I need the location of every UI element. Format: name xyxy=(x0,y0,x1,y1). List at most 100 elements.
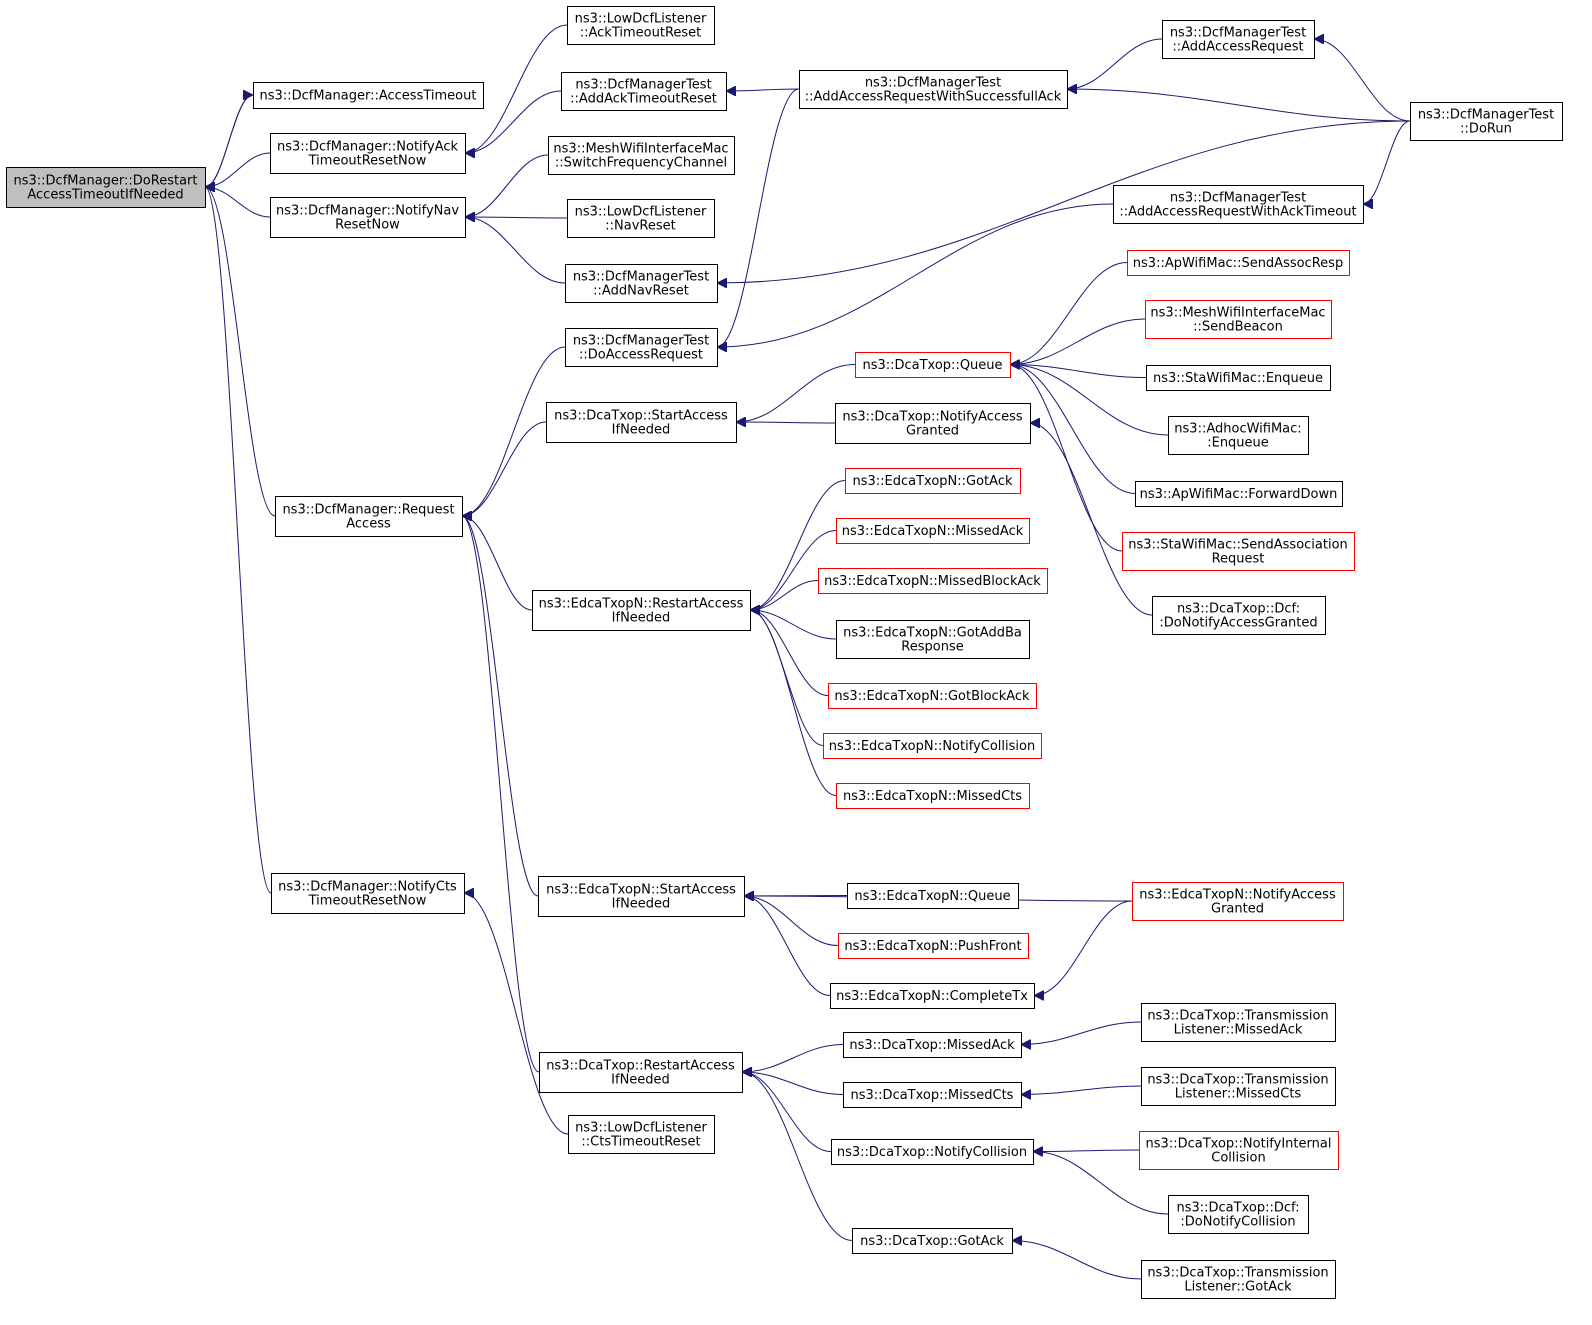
edge-path xyxy=(1067,38,1163,89)
node-box xyxy=(568,1115,715,1154)
edge-path xyxy=(1021,1085,1142,1095)
node-dcfmanager-accesstimeout[interactable]: ns3::DcfManager::AccessTimeout xyxy=(253,82,484,109)
edge-path xyxy=(742,1072,844,1095)
node-apwifimac-sendassocresp[interactable]: ns3::ApWifiMac::SendAssocResp xyxy=(1127,250,1350,276)
edge-path xyxy=(1033,1150,1140,1152)
node-box xyxy=(818,568,1048,594)
node-dcfmanager-notifyacktimeoutresetnow[interactable]: ns3::DcfManager::NotifyAckTimeoutResetNo… xyxy=(270,133,466,174)
node-label-line: Request xyxy=(1212,552,1265,567)
node-box xyxy=(855,352,1011,378)
node-edcatxopn-gotblockack[interactable]: ns3::EdcaTxopN::GotBlockAck xyxy=(828,683,1037,709)
node-box xyxy=(270,197,466,238)
node-label-line: ns3::DcfManagerTest xyxy=(573,270,709,285)
edge-path xyxy=(742,1072,832,1152)
node-label-line: ::NavReset xyxy=(605,219,675,234)
node-dcatxop-queue[interactable]: ns3::DcaTxop::Queue xyxy=(855,352,1011,378)
node-dcatxop-notifycollision[interactable]: ns3::DcaTxop::NotifyCollision xyxy=(831,1139,1034,1165)
node-meshwifiinterfacemac-switchfrequencychannel[interactable]: ns3::MeshWifiInterfaceMac::SwitchFrequen… xyxy=(548,136,735,175)
node-label-line: IfNeeded xyxy=(611,1073,670,1088)
node-label-line: Listener::GotAck xyxy=(1184,1280,1292,1295)
node-stawifimac-enqueue[interactable]: ns3::StaWifiMac::Enqueue xyxy=(1146,365,1331,391)
node-dcfmanagertest-addaccessrequestwithsuccessfullack[interactable]: ns3::DcfManagerTest::AddAccessRequestWit… xyxy=(799,70,1068,109)
node-lowdcflistener-acktimeoutreset[interactable]: ns3::LowDcfListener::AckTimeoutReset xyxy=(567,6,715,45)
node-box xyxy=(561,72,727,111)
edge-n20-to-n13 xyxy=(750,480,846,611)
edge-n39-to-n18 xyxy=(1010,365,1147,378)
node-adhocwifimac-enqueue[interactable]: ns3::AdhocWifiMac::Enqueue xyxy=(1168,416,1309,455)
node-label-line: ::DoRun xyxy=(1460,122,1512,137)
node-edcatxopn-pushfront[interactable]: ns3::EdcaTxopN::PushFront xyxy=(838,933,1029,959)
node-label-line: ::SendBeacon xyxy=(1193,320,1283,335)
node-label-line: ns3::DcfManagerTest xyxy=(1418,108,1554,123)
node-dcatxop-transmissionlistener-missedack[interactable]: ns3::DcaTxop::TransmissionListener::Miss… xyxy=(1141,1003,1336,1042)
node-edcatxopn-notifycollision[interactable]: ns3::EdcaTxopN::NotifyCollision xyxy=(823,733,1042,759)
node-apwifimac-forwarddown[interactable]: ns3::ApWifiMac::ForwardDown xyxy=(1135,481,1343,507)
node-label-line: ns3::DcaTxop::NotifyInternal xyxy=(1146,1137,1332,1152)
edge-path xyxy=(1010,365,1136,494)
edge-path xyxy=(749,610,837,796)
node-dcatxop-notifyaccessgranted[interactable]: ns3::DcaTxop::NotifyAccessGranted xyxy=(835,403,1031,444)
node-dcatxop-gotack[interactable]: ns3::DcaTxop::GotAck xyxy=(852,1228,1013,1254)
node-label-line: ::AddAckTimeoutReset xyxy=(570,92,717,107)
node-dcfmanagertest-doaccessrequest[interactable]: ns3::DcfManagerTest::DoAccessRequest xyxy=(565,328,718,367)
node-label-line: ns3::DcaTxop::NotifyCollision xyxy=(837,1145,1027,1160)
node-dcfmanagertest-addnavreset[interactable]: ns3::DcfManagerTest::AddNavReset xyxy=(565,264,718,303)
node-edcatxopn-notifyaccessgranted[interactable]: ns3::EdcaTxopN::NotifyAccessGranted xyxy=(1132,882,1344,921)
node-edcatxopn-missedack[interactable]: ns3::EdcaTxopN::MissedAck xyxy=(836,518,1030,544)
node-dcatxop-missedcts[interactable]: ns3::DcaTxop::MissedCts xyxy=(843,1082,1022,1108)
node-label-line: ns3::ApWifiMac::ForwardDown xyxy=(1140,487,1338,502)
node-lowdcflistener-navreset[interactable]: ns3::LowDcfListener::NavReset xyxy=(567,199,715,238)
edge-path xyxy=(464,893,569,1135)
node-dcfmanagertest-addacktimeoutreset[interactable]: ns3::DcfManagerTest::AddAckTimeoutReset xyxy=(561,72,727,111)
edge-path xyxy=(1010,365,1123,552)
node-label-line: ns3::EdcaTxopN::GotAck xyxy=(852,474,1012,489)
edge-n7-to-n2 xyxy=(465,90,562,153)
node-dcatxop-dcf-donotifyaccessgranted[interactable]: ns3::DcaTxop::Dcf::DoNotifyAccessGranted xyxy=(1152,596,1326,635)
node-label-line: Granted xyxy=(906,424,959,439)
edge-path xyxy=(1021,1021,1142,1045)
node-dcatxop-missedack[interactable]: ns3::DcaTxop::MissedAck xyxy=(843,1032,1022,1058)
edge-n5-to-n0 xyxy=(204,187,272,894)
node-edcatxopn-missedblockack[interactable]: ns3::EdcaTxopN::MissedBlockAck xyxy=(818,568,1048,594)
node-label-line: :Enqueue xyxy=(1207,436,1269,451)
edge-n15-to-n4 xyxy=(461,516,540,1073)
edge-n6-to-n2 xyxy=(465,24,568,153)
node-label-line: ns3::EdcaTxopN::NotifyAccess xyxy=(1139,888,1336,903)
node-dcatxop-transmissionlistener-missedcts[interactable]: ns3::DcaTxop::TransmissionListener::Miss… xyxy=(1141,1067,1336,1106)
node-dcfmanagertest-dorun[interactable]: ns3::DcfManagerTest::DoRun xyxy=(1410,102,1563,141)
edge-path xyxy=(461,516,539,897)
edge-n42-to-n18 xyxy=(1010,365,1123,552)
edge-n38-to-n18 xyxy=(1010,318,1146,365)
node-label-line: ns3::DcfManagerTest xyxy=(1170,191,1306,206)
edge-path xyxy=(461,516,533,611)
node-edcatxopn-gotack[interactable]: ns3::EdcaTxopN::GotAck xyxy=(845,468,1021,494)
node-dcfmanager-dorestartaccesstimeoutifneeded: ns3::DcfManager::DoRestartAccessTimeoutI… xyxy=(6,167,206,208)
node-box xyxy=(823,733,1042,759)
node-meshwifiinterfacemac-sendbeacon[interactable]: ns3::MeshWifiInterfaceMac::SendBeacon xyxy=(1145,300,1332,339)
node-dcatxop-transmissionlistener-gotack[interactable]: ns3::DcaTxop::TransmissionListener::GotA… xyxy=(1141,1260,1336,1299)
node-edcatxopn-completetx[interactable]: ns3::EdcaTxopN::CompleteTx xyxy=(830,983,1035,1009)
edge-n27-to-n14 xyxy=(744,896,848,897)
node-dcatxop-dcf-donotifycollision[interactable]: ns3::DcaTxop::Dcf::DoNotifyCollision xyxy=(1168,1195,1309,1234)
edge-path xyxy=(465,24,568,153)
node-label-line: ns3::DcfManager::NotifyCts xyxy=(278,880,457,895)
node-dcfmanagertest-addaccessrequestwithacktimeout[interactable]: ns3::DcfManagerTest::AddAccessRequestWit… xyxy=(1113,185,1364,224)
node-box xyxy=(1152,596,1326,635)
node-edcatxopn-missedcts[interactable]: ns3::EdcaTxopN::MissedCts xyxy=(836,783,1030,809)
node-dcfmanager-notifyctstimeoutresetnow[interactable]: ns3::DcfManager::NotifyCtsTimeoutResetNo… xyxy=(271,873,465,914)
node-label-line: Listener::MissedCts xyxy=(1175,1087,1302,1102)
node-edcatxopn-queue[interactable]: ns3::EdcaTxopN::Queue xyxy=(847,883,1019,909)
edge-n19-to-n12 xyxy=(736,422,836,423)
node-dcfmanagertest-addaccessrequest[interactable]: ns3::DcfManagerTest::AddAccessRequest xyxy=(1162,20,1315,59)
node-label-line: ns3::DcfManager::Request xyxy=(282,503,454,518)
node-lowdcflistener-ctstimeoutreset[interactable]: ns3::LowDcfListener::CtsTimeoutReset xyxy=(568,1115,715,1154)
